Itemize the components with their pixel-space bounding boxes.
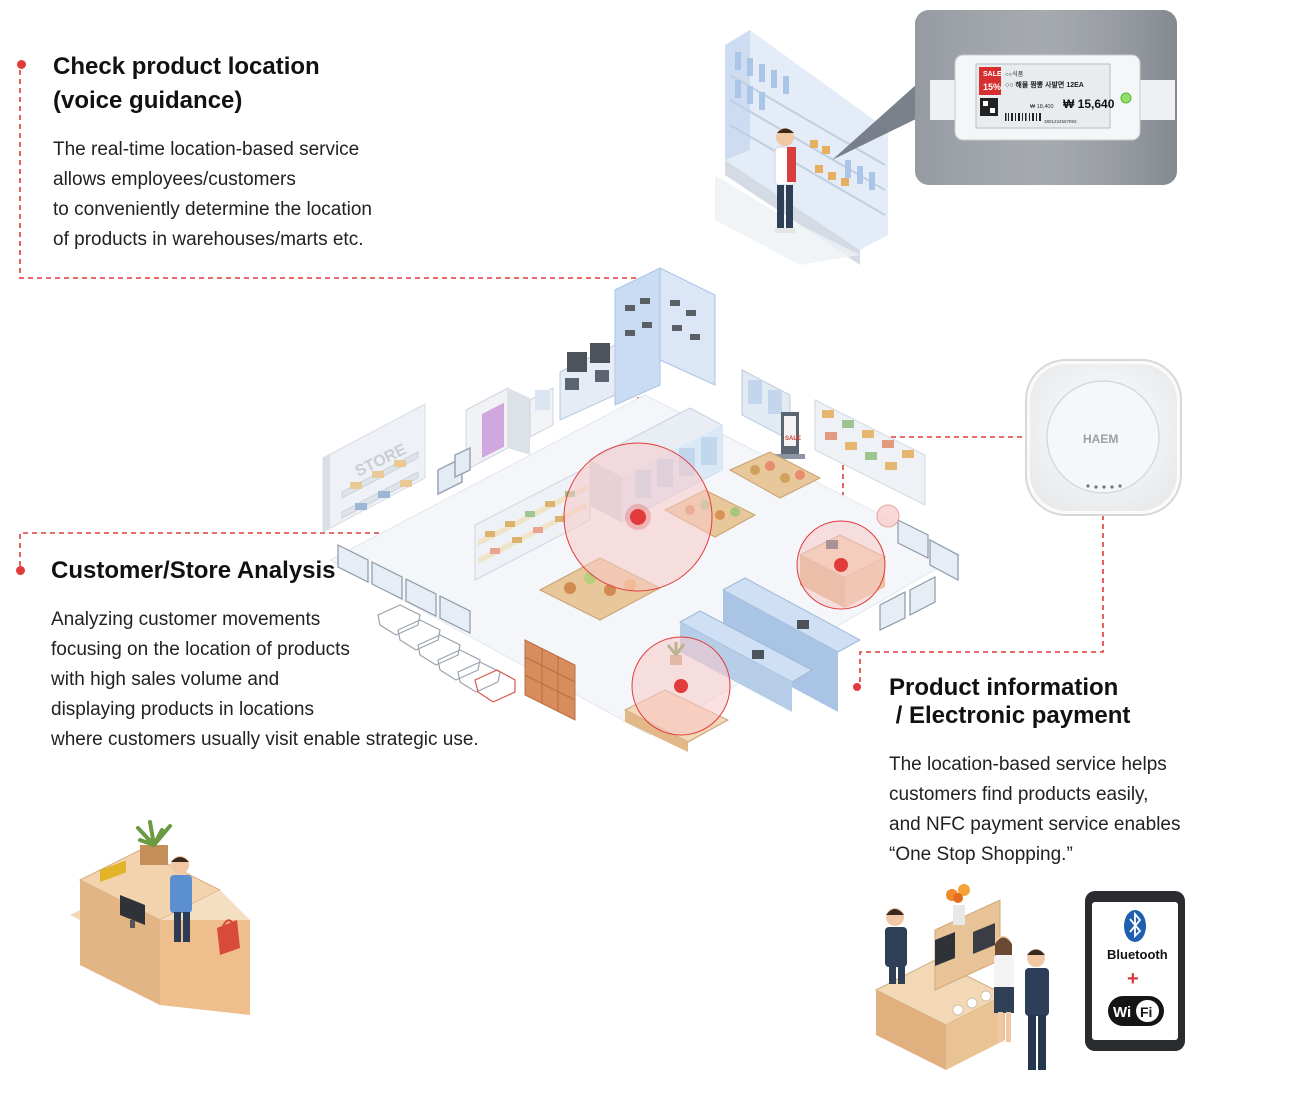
esl-barcode-number: 3801234567893 [1044,119,1077,124]
section-marker-dot [17,60,26,69]
esl-old-price: ₩ 18,400 [1030,104,1054,110]
location-heat-spots [563,442,900,736]
esl-tag-photo: SALE 15% ○○식품 ○○ 해물 짬뽕 사발면 12EA ₩ 18,400… [915,10,1177,185]
haem-beacon-device: HAEM [1025,359,1182,516]
barcode-icon [1005,113,1041,121]
monitor-icon [935,923,995,966]
plant-icon [136,820,172,865]
section-title-product-info: Product information / Electronic payment [889,674,1131,729]
bluetooth-label: Bluetooth [1107,947,1168,962]
produce-shelves-left [474,465,591,581]
connector-product-info [859,515,1104,688]
gate-fence-right [879,519,959,631]
esl-brand: ○○식품 [1005,70,1024,78]
checkout-scene-illustration [874,884,1049,1070]
connector-product-location [19,70,639,515]
wifi-icon: Wi Fi [1108,996,1164,1026]
section-desc-customer-analysis: Analyzing customer movements focusing on… [51,609,479,750]
reception-desk-illustration [70,820,250,1015]
fridge-units [465,387,554,471]
customer-man-figure [1025,949,1049,1070]
customer-woman-figure [994,936,1014,1042]
location-pin [630,509,646,525]
location-pin [834,558,848,572]
bluetooth-icon [1124,910,1146,942]
sale-banner-stand: SALE [775,412,805,459]
esl-new-price: ₩ 15,640 [1063,97,1115,111]
storage-lockers [524,639,576,721]
section-marker-dot [853,683,861,691]
wifi-label-fi: Fi [1140,1004,1152,1020]
store-sign-wall: STORE [322,403,426,533]
qr-code-icon [980,98,998,116]
wifi-label-wi: Wi [1113,1004,1131,1021]
snack-shelves-right [741,369,926,506]
electronics-display [559,267,716,421]
monitor-icon [120,895,145,928]
esl-sale-label: SALE [983,71,1002,78]
section-title-product-location: Check product location (voice guidance) [53,53,320,114]
esl-product-name: ○○ 해물 짬뽕 사발면 12EA [1005,80,1084,89]
section-desc-product-info: The location-based service helps custome… [889,754,1181,865]
tablet-device: Bluetooth + Wi Fi [1085,891,1185,1051]
section-title-customer-analysis: Customer/Store Analysis [51,557,336,584]
shopper-figure [774,128,796,233]
esl-discount: 15% [983,82,1001,92]
shelf-shopper-illustration [715,30,918,265]
checkout-counters [678,577,862,712]
flower-vase-icon [946,884,970,925]
location-pin [674,679,688,693]
cashier-figure [885,908,907,984]
sale-banner-text: SALE [785,436,801,442]
section-desc-product-location: The real-time location-based service all… [53,139,372,250]
shopping-bag-icon [217,919,240,955]
device-logo: HAEM [1083,432,1118,446]
gate-fence-left [337,544,471,634]
staff-figure [170,856,192,942]
entry-gates-left [437,446,471,496]
shopping-carts [377,604,516,703]
plus-sign: + [1127,968,1139,990]
